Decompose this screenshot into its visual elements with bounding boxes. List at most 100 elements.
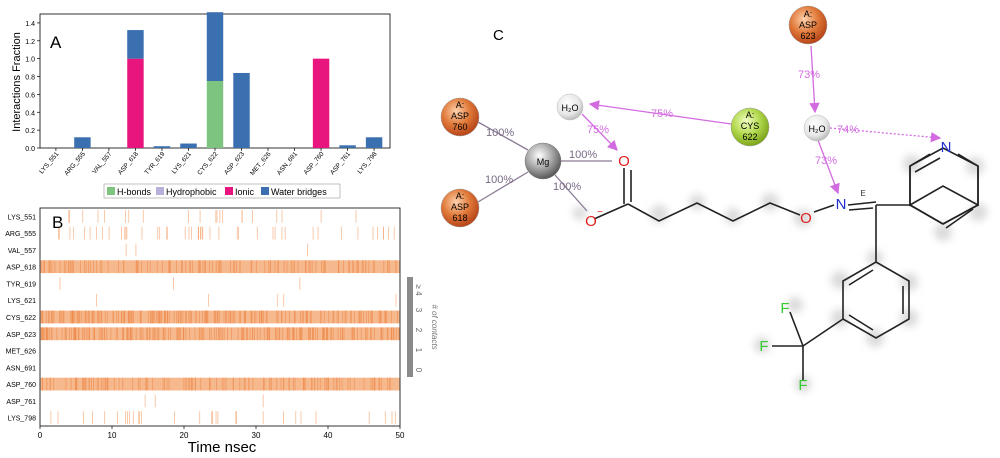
contact-tick (142, 210, 144, 223)
contact-tick (140, 310, 142, 324)
contact-tick (327, 377, 329, 391)
contact-tick (205, 310, 206, 324)
contact-tick (230, 260, 231, 274)
contact-tick (173, 277, 174, 290)
contact-tick (204, 310, 206, 324)
contact-tick (71, 260, 73, 274)
contact-tick (81, 310, 83, 324)
contact-tick (150, 310, 152, 324)
contact-tick (326, 327, 328, 341)
contact-tick (124, 226, 126, 240)
panel-a-label: A (50, 33, 62, 52)
contact-tick (252, 327, 253, 341)
legend-ionic: Ionic (235, 187, 255, 197)
contact-tick (86, 310, 88, 324)
contact-tick (71, 310, 73, 324)
contact-tick (288, 377, 290, 391)
contact-tick (374, 327, 375, 341)
hbond-arrows (581, 45, 942, 195)
contact-tick (324, 260, 326, 274)
contact-tick (312, 226, 314, 240)
contact-tick (388, 226, 390, 240)
contact-tick (102, 377, 104, 391)
contact-tick (93, 377, 94, 391)
contact-tick (269, 327, 270, 341)
contact-tick (313, 327, 315, 341)
contact-tick (301, 310, 303, 324)
contact-tick (219, 260, 220, 274)
contact-tick (142, 327, 144, 341)
contact-tick (389, 260, 391, 274)
contact-tick (234, 260, 236, 274)
contact-tick (104, 411, 106, 424)
residue-asp618: A: ASP 618 (440, 188, 480, 228)
water-label: H₂O (809, 124, 826, 134)
contact-tick (305, 310, 307, 324)
contact-tick (239, 377, 241, 391)
contact-tick (168, 310, 170, 324)
contact-tick (88, 310, 90, 324)
contact-tick (325, 377, 327, 391)
contact-tick (139, 327, 141, 341)
contact-tick (302, 377, 304, 391)
contact-tick (218, 226, 220, 240)
contact-tick (357, 226, 359, 240)
contact-tick (69, 327, 70, 341)
contact-tick (262, 394, 264, 408)
contact-tick (89, 327, 90, 341)
contact-tick (275, 327, 277, 341)
contact-tick (289, 327, 291, 341)
contact-tick (211, 411, 213, 424)
xtick-label: LYS_621 (171, 150, 193, 175)
residue-label: A: (456, 191, 465, 201)
contact-tick (218, 310, 220, 324)
contact-tick (281, 210, 283, 223)
contact-tick (215, 210, 217, 223)
contact-tick (62, 310, 64, 324)
contact-tick (96, 377, 98, 391)
contact-tick (220, 327, 222, 341)
contact-tick (194, 377, 196, 391)
contact-tick (377, 226, 379, 240)
contact-tick (361, 310, 362, 324)
residue-label: 760 (452, 122, 467, 132)
contact-tick (315, 327, 316, 341)
contact-tick (57, 411, 59, 424)
contact-tick (49, 327, 51, 341)
contact-tick (218, 327, 219, 341)
contact-tick (234, 310, 236, 324)
contact-tick (106, 310, 108, 324)
contact-tick (326, 377, 328, 391)
contact-tick (281, 310, 282, 324)
contact-tick (239, 260, 241, 274)
contact-tick (152, 327, 154, 341)
contact-tick (324, 327, 325, 341)
row-label: ASP_618 (6, 265, 36, 272)
ligand-skeleton (593, 147, 979, 380)
contact-tick (243, 377, 245, 391)
fluorine-atom-2: F (759, 338, 768, 355)
contact-tick (74, 310, 76, 324)
contact-tick (77, 310, 79, 324)
contact-tick (159, 310, 161, 324)
contact-tick (47, 327, 49, 341)
xtick-label: MET_626 (249, 150, 273, 176)
xtick-label: 50 (396, 431, 405, 440)
contact-tick (127, 327, 129, 341)
contact-tick (256, 226, 258, 240)
contact-tick (292, 327, 294, 341)
contact-tick (276, 293, 278, 307)
ytick-label: 1.4 (25, 21, 35, 28)
contact-tick (265, 310, 267, 324)
row-label: ASP_761 (6, 399, 36, 406)
contact-tick (238, 226, 239, 240)
contact-tick (164, 327, 166, 341)
ytick-label: 0.8 (25, 75, 35, 82)
contact-tick (217, 260, 219, 274)
contact-tick (70, 327, 72, 341)
residue-asp623: A: ASP 623 (788, 5, 828, 45)
contact-tick (41, 260, 43, 274)
contact-tick (239, 310, 240, 324)
contact-tick (180, 310, 182, 324)
contact-tick (202, 226, 204, 240)
